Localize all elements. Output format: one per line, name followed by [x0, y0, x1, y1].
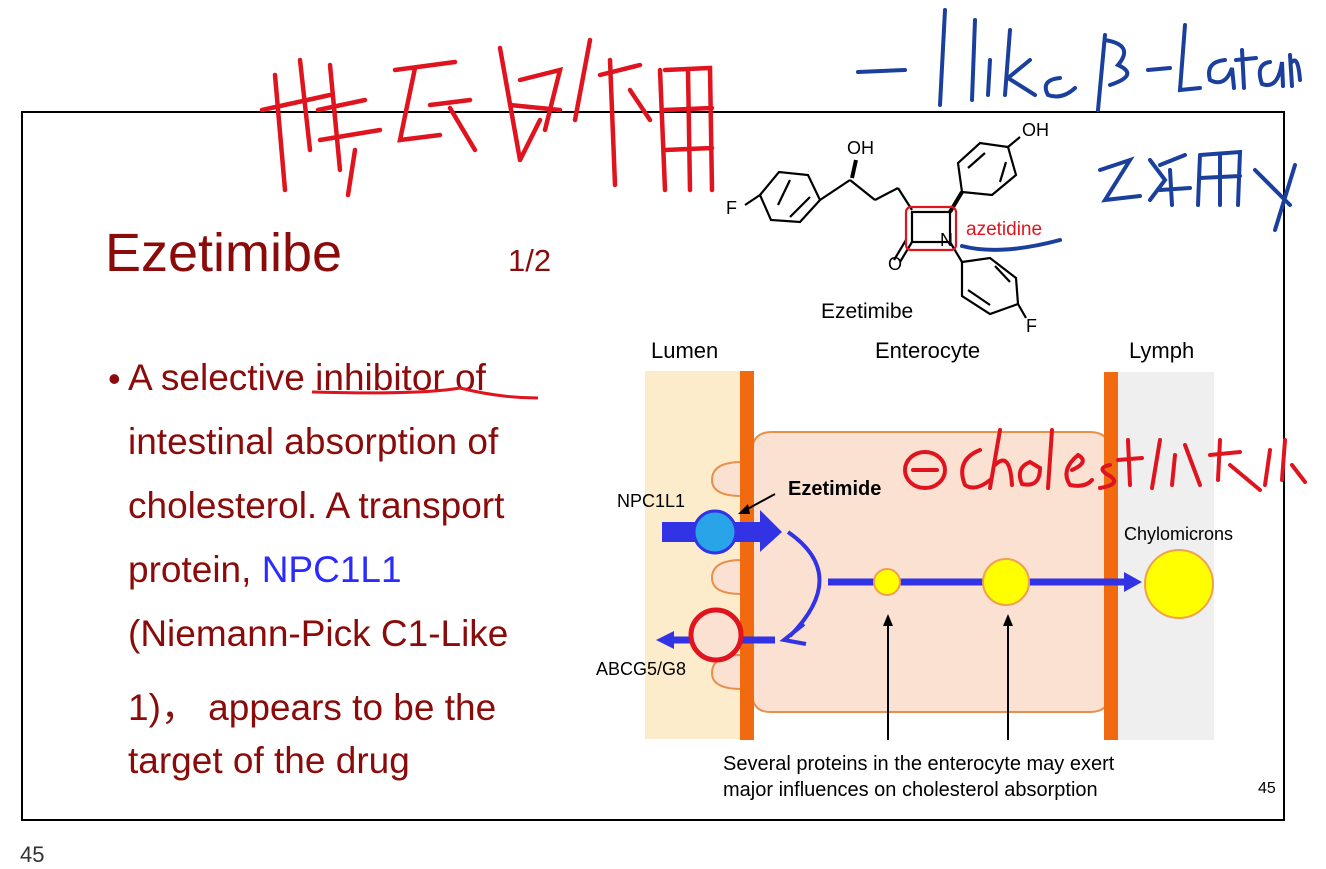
bullet-line-4-text: protein, [128, 549, 262, 590]
abcg5-g8-transporter [688, 607, 744, 663]
microvillus [710, 559, 743, 595]
bullet-line-2: intestinal absorption of [128, 421, 499, 462]
abcg-label: ABCG5/G8 [596, 659, 687, 679]
atom-label-f-left: F [726, 198, 737, 218]
basolateral-membrane [1104, 372, 1118, 740]
lipid-particle-medium [982, 558, 1030, 606]
diagram-caption: Several proteins in the enterocyte may e… [723, 751, 1114, 803]
azetidine-highlight-box [904, 205, 958, 252]
handwriting-red-top [259, 37, 715, 198]
handwriting-blue-note [856, 8, 1302, 252]
caption-line-1: Several proteins in the enterocyte may e… [723, 753, 1115, 775]
bullet-line-3: cholesterol. A transport [128, 485, 505, 526]
molecule-name: Ezetimibe [821, 300, 914, 323]
azetidine-label: azetidine [966, 219, 1043, 240]
caption-line-2: major influences on cholesterol absorpti… [723, 779, 1098, 801]
protein-name-highlight: NPC1L1 [261, 549, 402, 590]
caption-pointer-head [883, 614, 893, 626]
atom-label-n: N [940, 230, 953, 250]
bullet-line-7: target of the drug [128, 740, 410, 781]
efflux-arrowhead [656, 631, 674, 649]
apical-membrane [740, 371, 754, 740]
lumen-label: Lumen [651, 338, 719, 363]
atom-label-f-bottom: F [1026, 316, 1037, 336]
microvillus [710, 461, 743, 497]
handwriting-red-note [903, 428, 1307, 492]
lymph-label: Lymph [1129, 338, 1195, 363]
handwriting-underline [311, 386, 539, 400]
bullet-marker: • [108, 358, 121, 399]
drug-label: Ezetimide [788, 478, 882, 500]
ezetimibe-structure [744, 136, 1027, 319]
chylomicron [1144, 549, 1214, 619]
npc1l1-transporter [692, 509, 738, 555]
chylomicron-arrowhead [1124, 572, 1142, 592]
atom-label-oh-right: OH [1022, 120, 1049, 140]
bullet-line-5: (Niemann-Pick C1-Like [128, 613, 509, 654]
npc1l1-label: NPC1L1 [617, 491, 686, 511]
enterocyte-cell [751, 431, 1111, 713]
chylomicrons-label: Chylomicrons [1124, 524, 1234, 544]
lipid-particle-small [873, 568, 901, 596]
enterocyte-label: Enterocyte [875, 338, 981, 363]
efflux-curve-arrowhead [779, 622, 807, 646]
slide-title: Ezetimibe [105, 223, 343, 283]
atom-label-o: O [888, 254, 903, 274]
slide-part-indicator: 1/2 [508, 243, 552, 278]
bullet-line-4: protein, NPC1L1 [128, 549, 402, 591]
bullet-line-6: 1)， appears to be the [128, 687, 497, 728]
caption-pointer-head [1003, 614, 1013, 626]
slide-page-number: 45 [1258, 780, 1276, 797]
efflux-curve-arrow [786, 530, 822, 638]
page-number: 45 [20, 842, 45, 867]
drug-pointer-head [738, 504, 750, 514]
atom-label-oh-top: OH [847, 138, 874, 158]
